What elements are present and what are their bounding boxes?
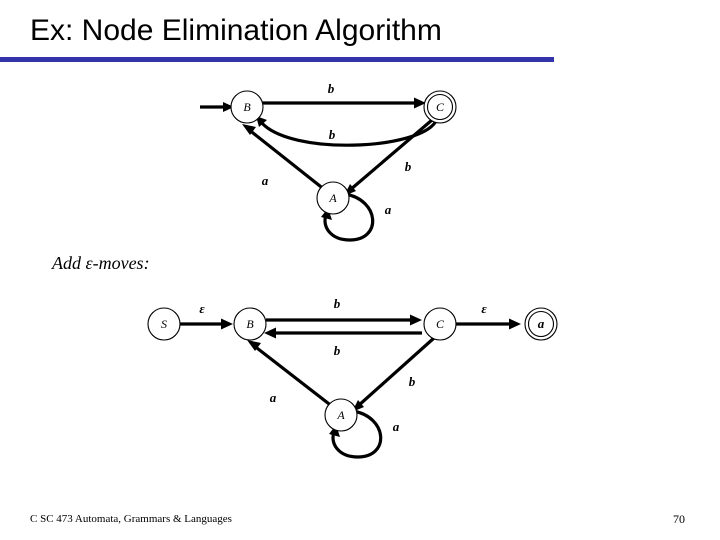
edge-label-bottom-C-B: b bbox=[334, 343, 341, 358]
state-label-bottom-B: B bbox=[246, 317, 254, 331]
start-arrow-top-B bbox=[200, 102, 234, 112]
state-label-top-A: A bbox=[328, 191, 337, 205]
edge-top-C-to-A bbox=[344, 118, 434, 196]
edge-label-bottom-B-C: b bbox=[334, 296, 341, 311]
caption-add-epsilon-moves: Add ε-moves: bbox=[52, 253, 150, 273]
state-bottom-S[interactable]: S bbox=[147, 307, 181, 341]
page-number: 70 bbox=[673, 512, 685, 526]
state-label-bottom-C: C bbox=[436, 317, 445, 331]
edge-label-bottom-A-self: a bbox=[393, 419, 400, 434]
state-bottom-A[interactable]: A bbox=[324, 398, 358, 432]
edge-top-A-self-loop bbox=[321, 192, 375, 242]
edge-label-bottom-S-B: ε bbox=[199, 301, 205, 316]
edge-bottom-C-to-B bbox=[264, 327, 422, 339]
state-bottom-final[interactable]: a bbox=[524, 307, 558, 341]
title-underline-rule bbox=[0, 57, 554, 62]
edge-bottom-A-to-B bbox=[247, 340, 334, 409]
state-bottom-B[interactable]: B bbox=[233, 307, 267, 341]
state-label-top-B: B bbox=[243, 100, 251, 114]
edge-top-A-to-B bbox=[242, 124, 326, 192]
edge-label-bottom-C-A: b bbox=[409, 374, 416, 389]
edge-bottom-C-to-F bbox=[456, 318, 521, 330]
edge-label-top-C-A: b bbox=[405, 159, 412, 174]
state-label-bottom-S: S bbox=[161, 317, 167, 331]
edge-label-top-A-self: a bbox=[385, 202, 392, 217]
edge-label-top-A-B: a bbox=[262, 173, 269, 188]
edge-bottom-C-to-A bbox=[352, 336, 436, 412]
edge-label-top-C-B: b bbox=[329, 127, 336, 142]
state-label-bottom-A: A bbox=[336, 408, 345, 422]
edge-top-C-to-B bbox=[256, 116, 438, 147]
edge-bottom-S-to-B bbox=[180, 318, 233, 330]
edge-label-top-B-C: b bbox=[328, 81, 335, 96]
edge-top-B-to-C bbox=[261, 97, 426, 109]
edge-bottom-B-to-C bbox=[266, 314, 422, 326]
state-top-C[interactable]: C bbox=[423, 90, 457, 124]
footer-course-label: C SC 473 Automata, Grammars & Languages bbox=[30, 513, 232, 525]
state-top-A[interactable]: A bbox=[316, 181, 350, 215]
state-top-B[interactable]: B bbox=[230, 90, 264, 124]
edge-bottom-A-self-loop bbox=[329, 409, 383, 459]
state-label-top-C: C bbox=[436, 100, 445, 114]
state-label-bottom-final: a bbox=[538, 316, 545, 331]
state-bottom-C[interactable]: C bbox=[423, 307, 457, 341]
edge-label-bottom-C-F: ε bbox=[481, 301, 487, 316]
page-title: Ex: Node Elimination Algorithm bbox=[30, 14, 442, 47]
edge-label-bottom-A-B: a bbox=[270, 390, 277, 405]
